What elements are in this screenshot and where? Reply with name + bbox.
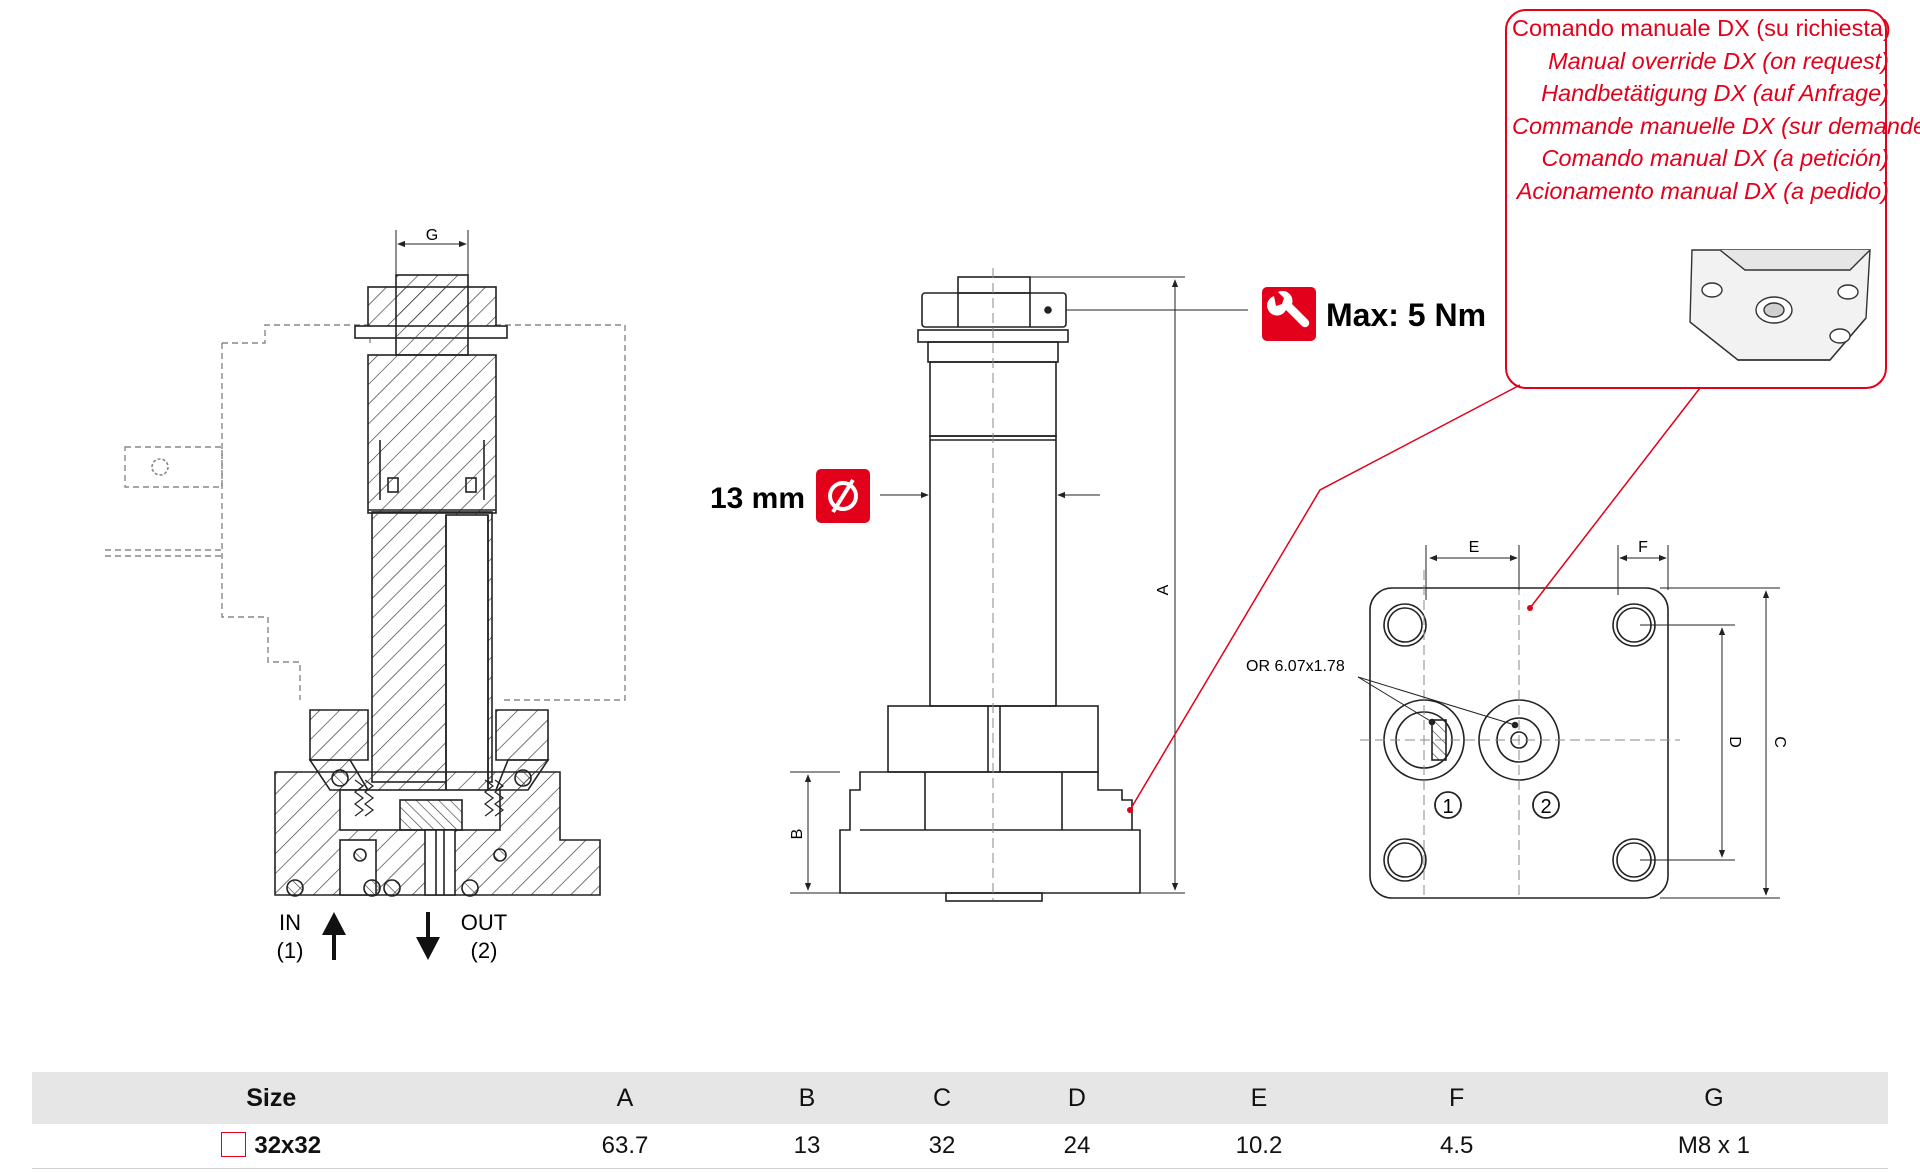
arrow-down-icon	[416, 912, 440, 960]
cell-size-value: 32x32	[254, 1132, 322, 1159]
callout-line-de: Handbetätigung DX (auf Anfrage)	[1541, 80, 1889, 107]
header-size: Size	[32, 1072, 511, 1124]
cell-size: 32x32	[32, 1124, 511, 1169]
dim-a-label: A	[1155, 584, 1172, 595]
oring-label: OR 6.07x1.78	[1246, 658, 1345, 675]
section-view	[105, 230, 626, 897]
side-view	[790, 268, 1248, 902]
header-b: B	[739, 1072, 875, 1124]
table-row: 32x32 63.7 13 32 24 10.2 4.5 M8 x 1	[32, 1124, 1888, 1169]
header-f: F	[1373, 1072, 1540, 1124]
cell-e: 10.2	[1144, 1124, 1374, 1169]
dim-e-label: E	[1469, 539, 1480, 556]
in-label: IN	[279, 910, 301, 935]
select-checkbox[interactable]	[221, 1132, 247, 1157]
callout-line-it: Comando manuale DX (su richiesta)	[1512, 15, 1891, 41]
manual-override-text: Comando manuale DX (su richiesta) Manual…	[1512, 12, 1920, 208]
dim-f-label: F	[1638, 539, 1648, 556]
base-view	[1357, 545, 1780, 900]
diameter-label: 13 mm	[710, 482, 805, 515]
out-port: (2)	[471, 938, 498, 963]
cell-g: M8 x 1	[1539, 1124, 1888, 1169]
manual-override-detail	[1689, 249, 1871, 361]
callout-line-pt: Acionamento manual DX (a pedido)	[1516, 177, 1889, 204]
arrow-up-icon	[322, 912, 346, 960]
dimensions-table: Size A B C D E F G 32x32 63.7 13 32 24 1…	[32, 1072, 1888, 1169]
cell-d: 24	[1009, 1124, 1145, 1169]
wrench-icon	[1262, 287, 1316, 341]
header-a: A	[510, 1072, 740, 1124]
header-d: D	[1009, 1072, 1145, 1124]
header-g: G	[1539, 1072, 1888, 1124]
out-label: OUT	[461, 910, 507, 935]
cell-c: 32	[874, 1124, 1010, 1169]
port-2-marker: 2	[1532, 791, 1560, 819]
in-port: (1)	[277, 938, 304, 963]
cell-a: 63.7	[510, 1124, 740, 1169]
cell-b: 13	[739, 1124, 875, 1169]
header-e: E	[1144, 1072, 1374, 1124]
diameter-icon	[816, 469, 870, 523]
callout-line-es: Comando manual DX (a petición)	[1541, 145, 1889, 172]
technical-drawing: G IN (1) OUT (2)	[105, 9, 1887, 963]
port-1-label: 1	[1442, 796, 1453, 818]
header-c: C	[874, 1072, 1010, 1124]
port-1-marker: 1	[1434, 791, 1462, 819]
dim-b-label: B	[789, 829, 806, 840]
callout-line-fr: Commande manuelle DX (sur demande)	[1512, 112, 1920, 139]
table-header-row: Size A B C D E F G	[32, 1072, 1888, 1124]
cell-f: 4.5	[1373, 1124, 1540, 1169]
torque-label: Max: 5 Nm	[1326, 297, 1486, 333]
dim-c-label: C	[1771, 736, 1788, 748]
manual-override-callout	[1127, 9, 1887, 813]
dim-g-label: G	[426, 227, 438, 244]
port-2-label: 2	[1540, 796, 1551, 818]
dim-d-label: D	[1726, 736, 1743, 748]
callout-line-en: Manual override DX (on request)	[1548, 47, 1889, 74]
